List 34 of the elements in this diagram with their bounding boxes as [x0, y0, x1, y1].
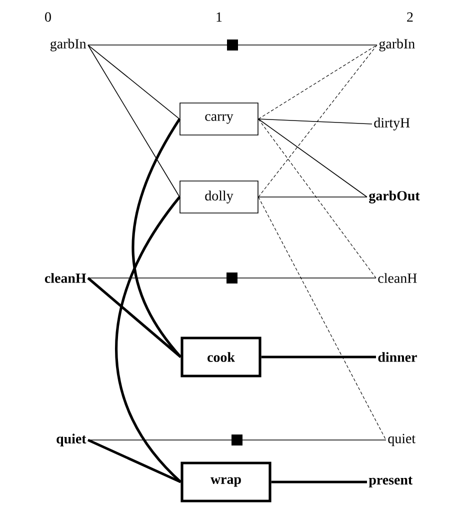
state-label: present — [368, 476, 413, 488]
state-label: cleanH — [44, 273, 86, 283]
connector-line — [258, 44, 378, 120]
state-label: garbOut — [369, 190, 420, 204]
connector-line — [88, 272, 376, 284]
state-label: quiet — [56, 434, 86, 446]
connector-line — [261, 356, 376, 358]
connector-line — [258, 118, 368, 198]
process-box: carry — [180, 102, 258, 136]
state-label: garbIn — [379, 38, 415, 52]
connector-line — [258, 118, 372, 124]
process-box: cook — [180, 336, 262, 378]
connector-line — [88, 434, 386, 446]
connector-line — [88, 44, 180, 120]
state-label: dinner — [378, 352, 417, 362]
state-label: quiet — [388, 434, 416, 446]
connector-line — [258, 44, 378, 198]
connector-line — [115, 196, 182, 483]
column-number: 0 — [45, 12, 51, 22]
connector-line — [258, 196, 368, 198]
connector-line — [258, 196, 386, 440]
process-box: dolly — [180, 180, 258, 214]
state-label: garbIn — [50, 38, 86, 52]
column-number: 2 — [407, 12, 413, 22]
column-number: 1 — [216, 12, 222, 22]
connector-line — [87, 438, 182, 484]
connector-line — [88, 40, 378, 50]
state-label: cleanH — [378, 273, 417, 283]
connector-line — [271, 480, 367, 484]
connector-line — [132, 118, 182, 358]
state-label: dirtyH — [374, 118, 410, 130]
connector-line — [258, 118, 376, 278]
process-box: wrap — [180, 462, 272, 502]
connector-line — [88, 44, 180, 198]
